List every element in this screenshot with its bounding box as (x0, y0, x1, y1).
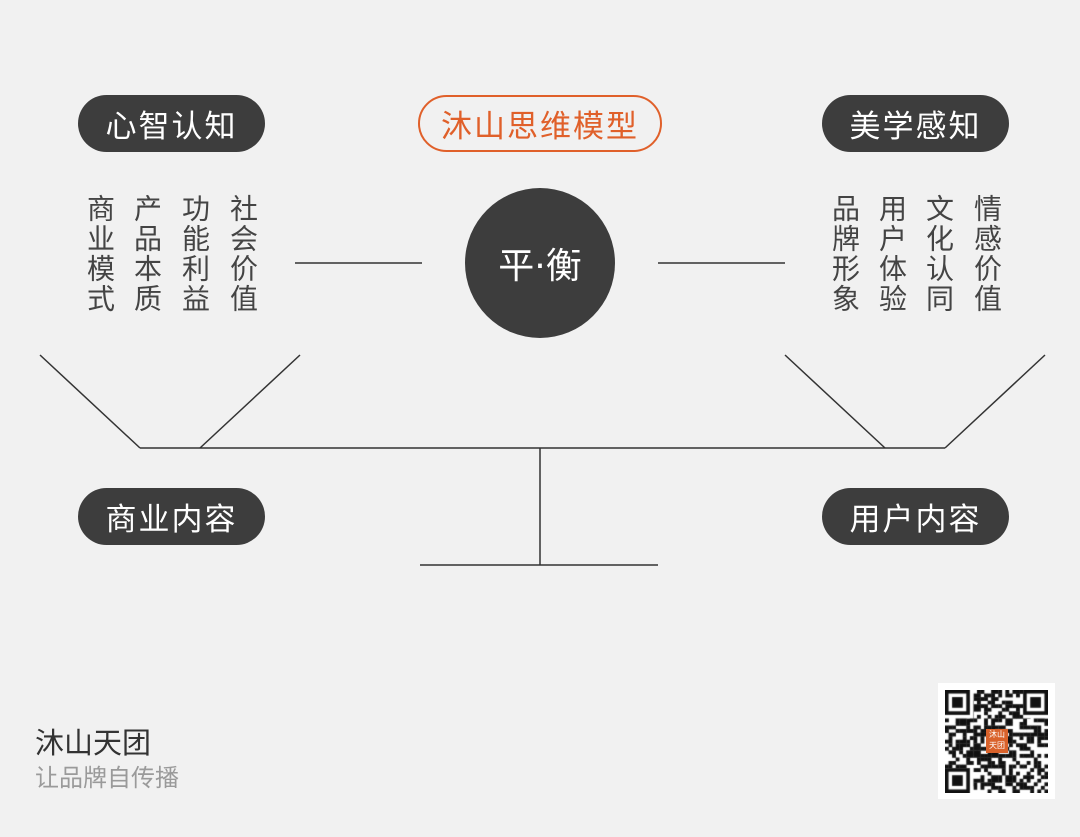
left-column-text: 产品本质 (130, 194, 163, 314)
left-heading-pill: 心智认知 (78, 95, 265, 152)
right-heading-pill: 美学感知 (822, 95, 1009, 152)
right-pan-line-2 (944, 354, 1046, 449)
left-footer-pill: 商业内容 (78, 488, 265, 545)
right-pan-line-1 (784, 354, 886, 449)
center-balance-circle: 平·衡 (465, 188, 615, 338)
brand-slogan: 让品牌自传播 (35, 764, 179, 792)
left-column-text: 功能利益 (178, 194, 211, 314)
right-column-text: 品牌形象 (828, 194, 861, 314)
left-pan-line-1 (39, 354, 141, 449)
right-column-text: 用户体验 (875, 194, 908, 314)
brand-name: 沐山天团 (35, 726, 152, 760)
qr-code[interactable]: 沐山天团 (938, 683, 1055, 799)
qr-logo: 沐山天团 (986, 729, 1008, 753)
right-column-text: 文化认同 (922, 194, 955, 314)
left-pan-line-2 (199, 354, 301, 449)
right-footer-pill: 用户内容 (822, 488, 1009, 545)
left-column-text: 商业模式 (83, 194, 116, 314)
right-column-text: 情感价值 (970, 194, 1003, 314)
left-column-text: 社会价值 (226, 194, 259, 314)
title-pill: 沐山思维模型 (418, 95, 662, 152)
